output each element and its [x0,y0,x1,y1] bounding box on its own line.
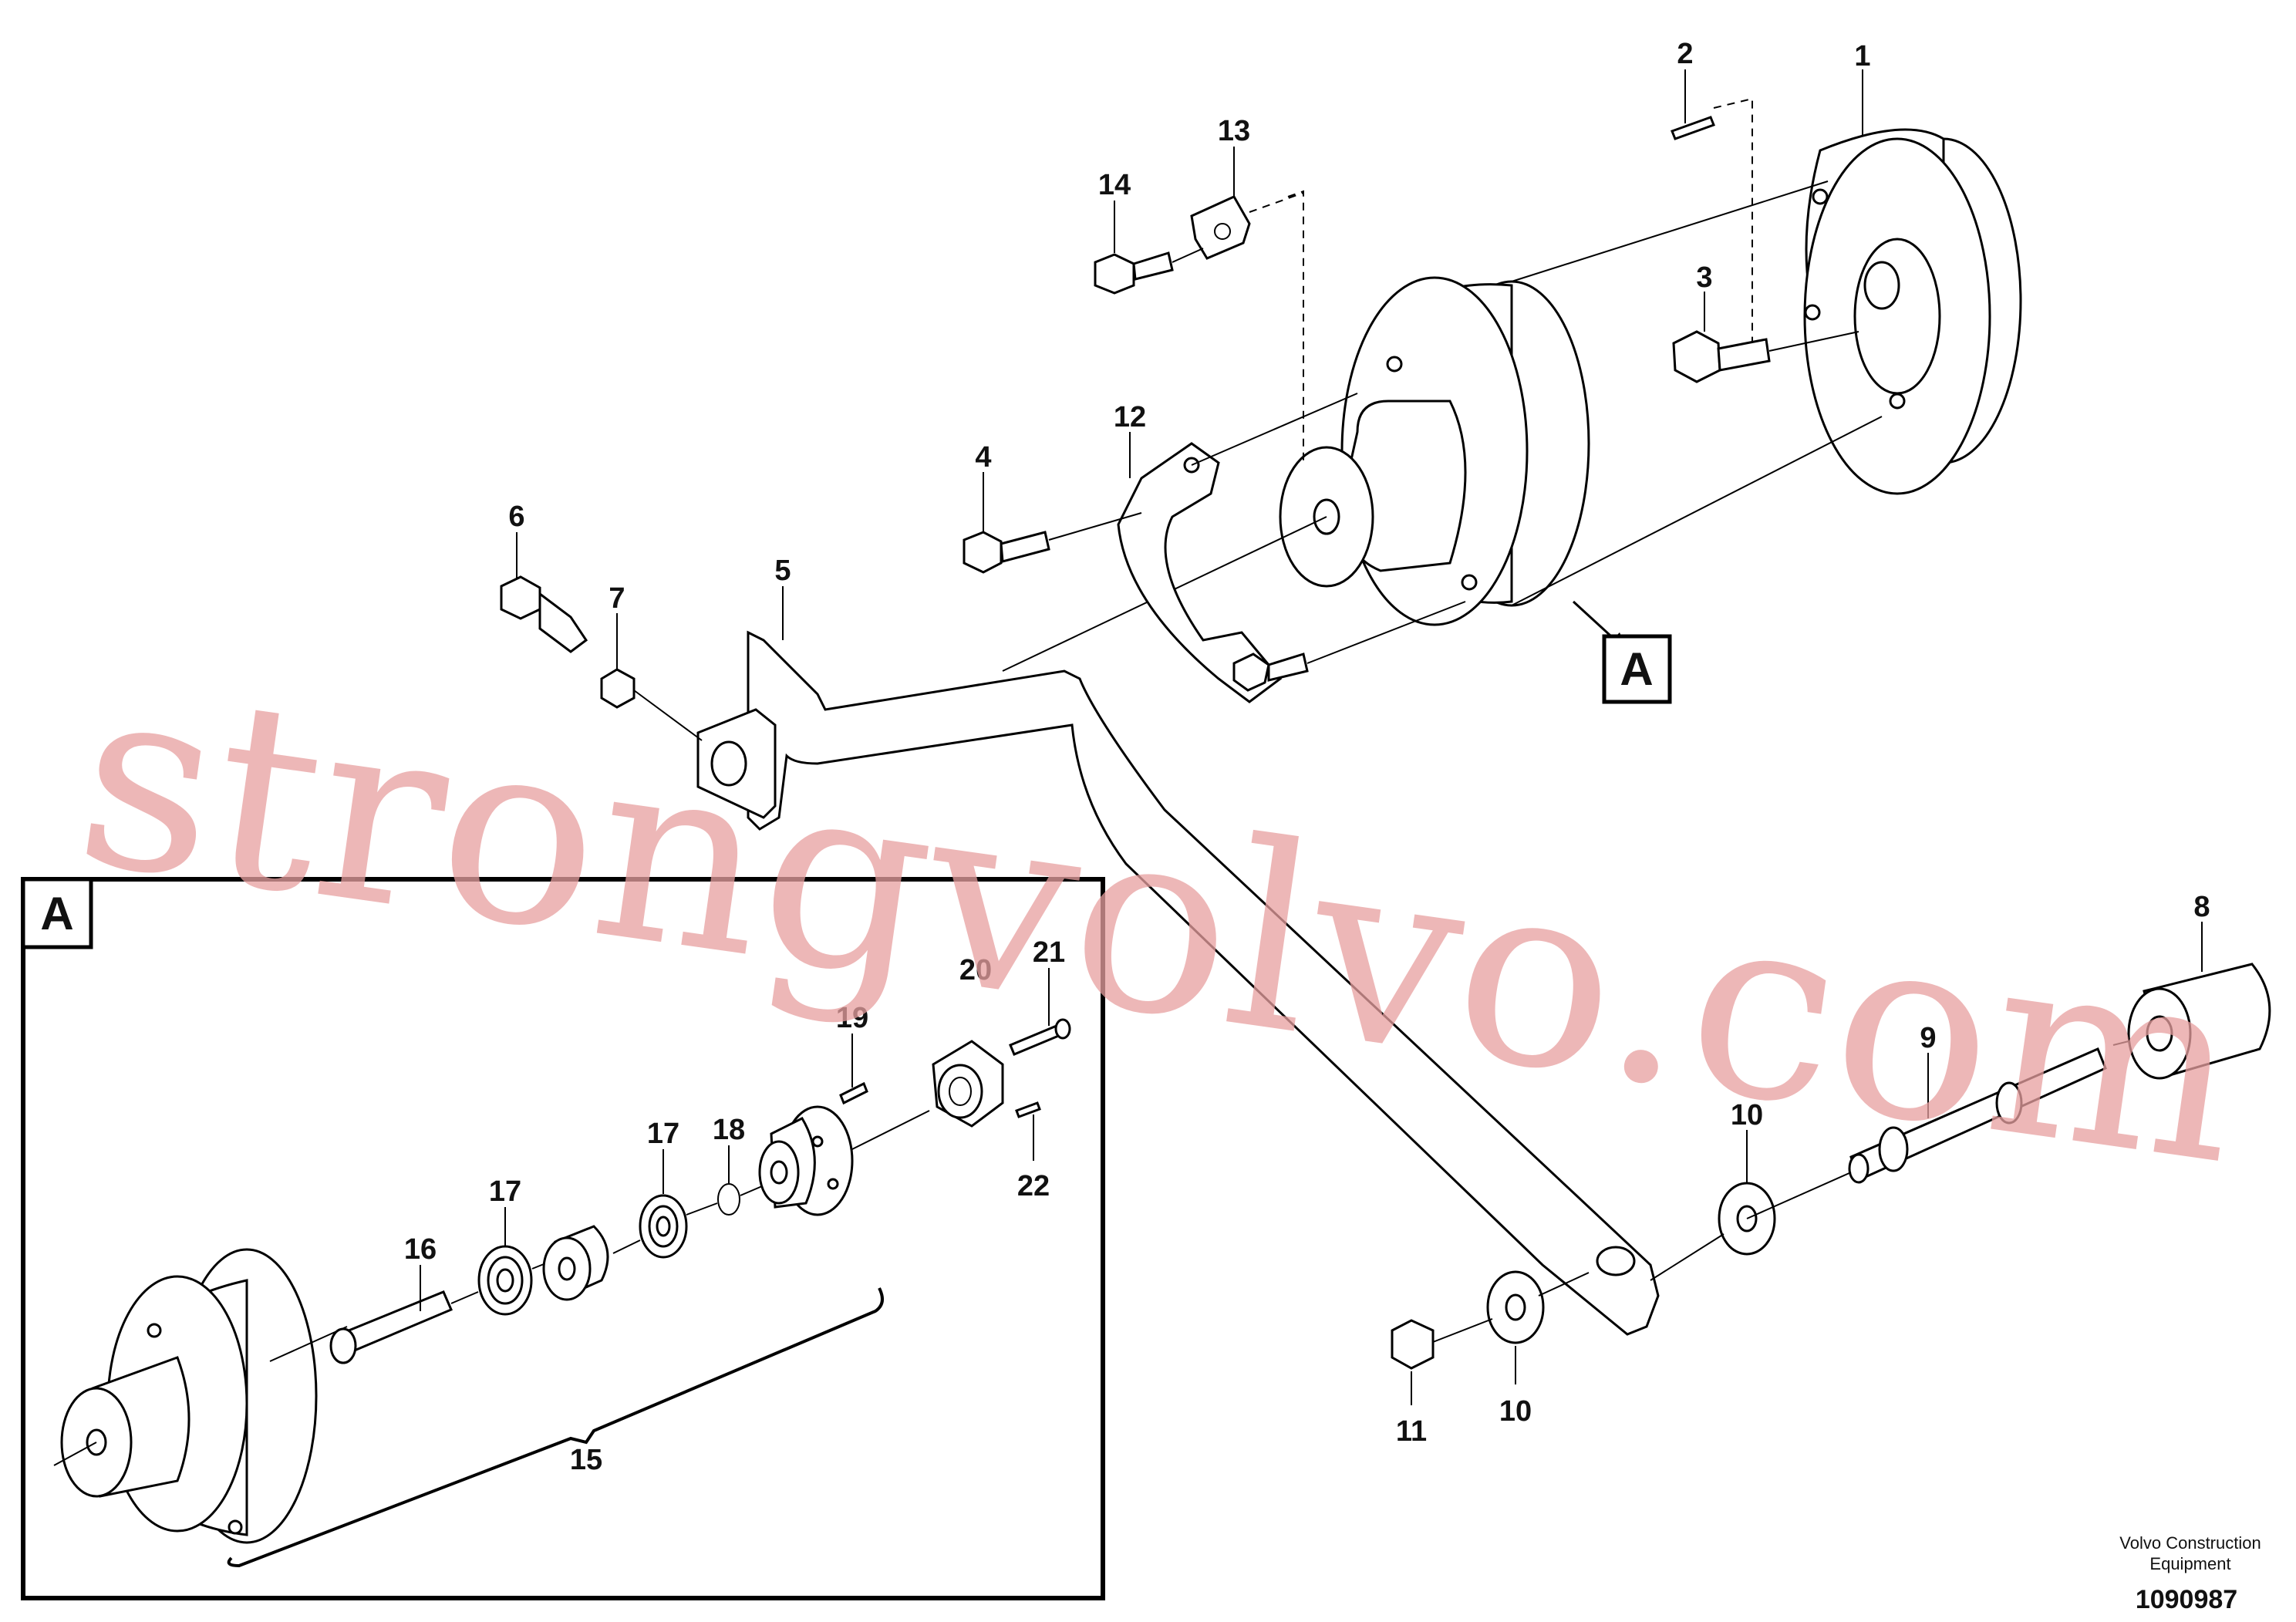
drawing-number: 1090987 [2136,1585,2237,1614]
section-marker-label: A [1620,643,1653,695]
callout-1: 1 [1854,40,1870,73]
callout-20: 20 [959,954,992,986]
part-1-drum [1803,128,2022,495]
part-4-bolt [963,512,1142,574]
detail-view-label: A [40,888,73,939]
callout-6: 6 [508,501,524,533]
callout-8: 8 [2193,891,2210,923]
part-8-sleeve [2112,963,2271,1080]
part-6-bolt [500,575,588,653]
leader-lines [420,69,2203,1405]
callout-15: 15 [570,1444,602,1476]
section-marker-a: A [1572,600,1672,704]
footer: Volvo Construction Equipment 1090987 [2119,1533,2261,1614]
callout-17-b: 17 [647,1118,679,1150]
part-2-pin [1671,97,1753,347]
part-13-clip [1190,192,1304,260]
footer-company-line2: Equipment [2149,1554,2230,1573]
callout-13: 13 [1218,115,1250,147]
callout-17-a: 17 [489,1175,521,1208]
callout-14: 14 [1098,169,1131,201]
part-11-nut [1391,1318,1493,1370]
callout-12: 12 [1114,401,1146,433]
part-14-bolt [1094,248,1204,295]
callout-4: 4 [975,441,991,474]
part-10-washer-a [1650,1172,1852,1281]
callout-16: 16 [404,1233,437,1266]
callout-7: 7 [609,582,625,615]
footer-company: Volvo Construction [2119,1533,2261,1553]
part-7-nut [600,668,703,741]
callout-22: 22 [1017,1170,1050,1202]
callout-3: 3 [1696,261,1712,294]
part-3-bolt [1672,330,1859,383]
callout-9: 9 [1920,1022,1936,1054]
detail-view-a: A [21,877,1105,1600]
callouts: 1 2 3 4 5 6 7 8 9 10 10 11 12 13 14 15 1… [404,38,2210,1476]
watermark-text: strongvolvo.com [62,626,2257,1222]
callout-10-b: 10 [1499,1395,1532,1428]
callout-10-a: 10 [1731,1099,1763,1131]
callout-19: 19 [836,1002,868,1034]
callout-21: 21 [1033,936,1065,969]
callout-18: 18 [713,1114,745,1146]
callout-11: 11 [1396,1415,1427,1448]
hub-assembly [1002,180,1883,672]
callout-2: 2 [1677,38,1693,70]
part-5-bracket [696,630,1660,1336]
part-12-clamp [1117,393,1466,703]
callout-5: 5 [774,555,791,587]
part-9-shaft [1848,1047,2107,1184]
part-10-washer-b [1486,1270,1590,1344]
